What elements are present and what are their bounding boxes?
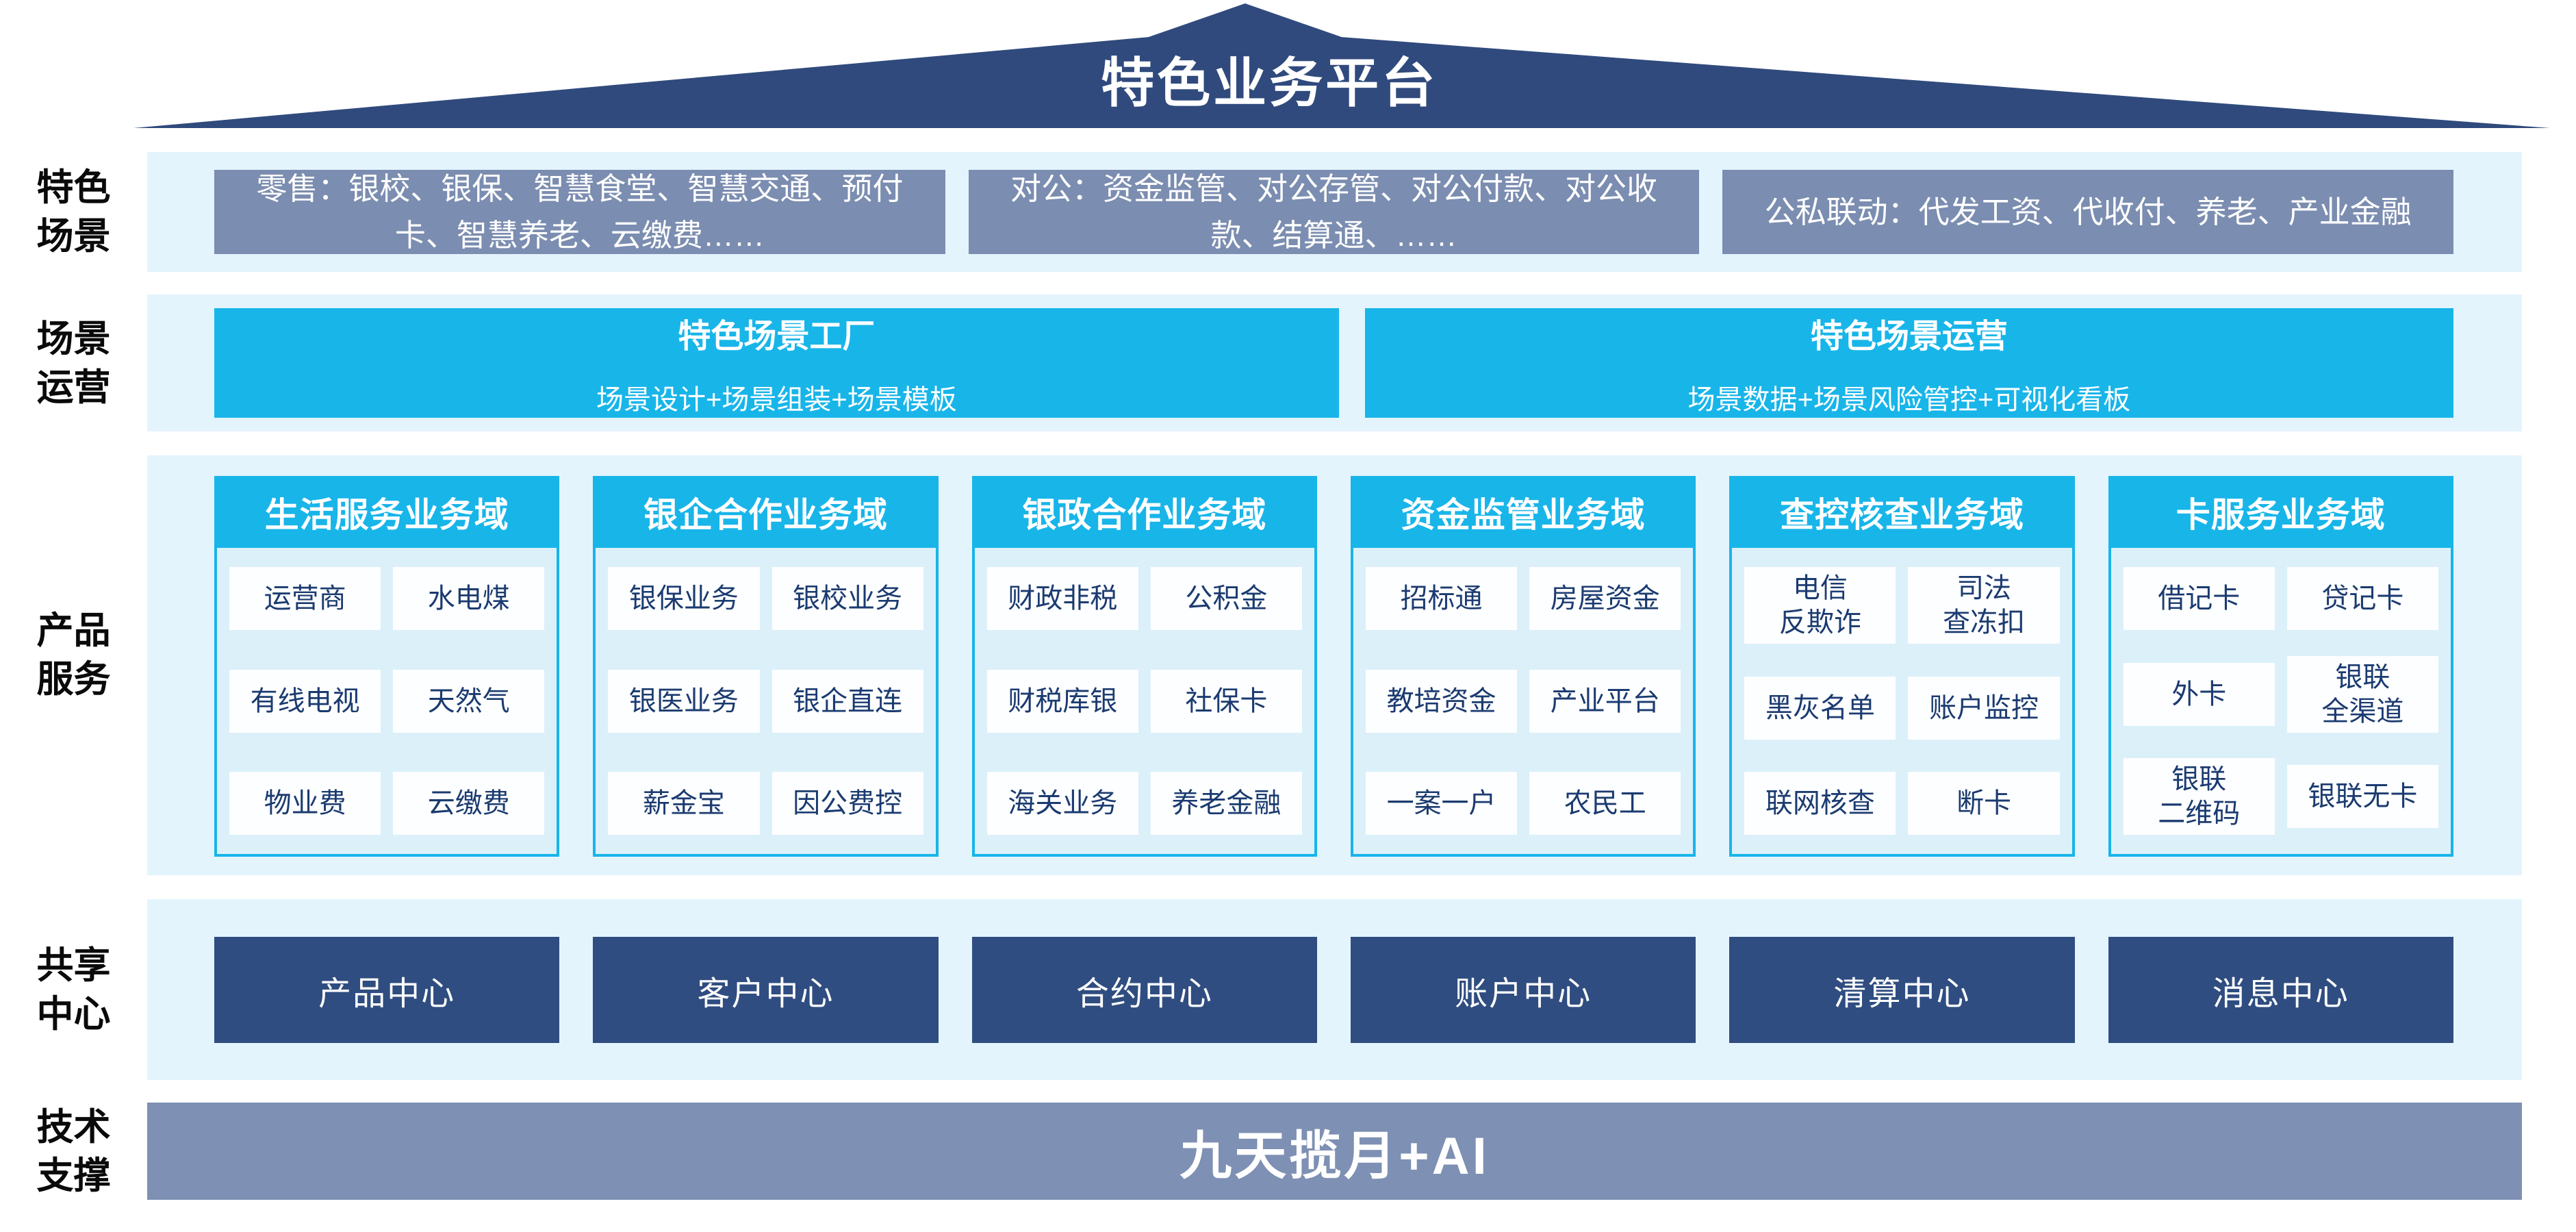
cell-row: 外卡 银联 全渠道	[2123, 655, 2438, 733]
cell-row: 有线电视 天然气	[229, 669, 545, 733]
domain-header: 银企合作业务域	[593, 476, 939, 548]
cell-row: 物业费 云缴费	[229, 772, 545, 835]
product-item: 黑灰名单	[1744, 676, 1896, 740]
shared-centers-band: 产品中心 客户中心 合约中心 账户中心 清算中心 消息中心	[147, 899, 2522, 1080]
cell-row: 财税库银 社保卡	[986, 669, 1302, 733]
product-item: 公积金	[1150, 567, 1302, 630]
product-item: 账户监控	[1908, 676, 2060, 740]
product-item: 司法 查冻扣	[1908, 567, 2060, 644]
shared-center-account: 账户中心	[1350, 937, 1696, 1043]
operations-band: 特色场景工厂 场景设计+场景组装+场景模板 特色场景运营 场景数据+场景风险管控…	[147, 294, 2522, 431]
product-item: 银医业务	[608, 669, 760, 733]
product-item: 水电煤	[393, 567, 545, 630]
product-item: 天然气	[393, 669, 545, 733]
scene-box-linkage: 公私联动：代发工资、代收付、养老、产业金融	[1722, 170, 2454, 254]
product-item: 农民工	[1529, 772, 1681, 835]
cell-row: 薪金宝 因公费控	[608, 772, 923, 835]
cell-row: 财政非税 公积金	[986, 567, 1302, 630]
cell-row: 运营商 水电煤	[229, 567, 545, 630]
domain-header: 银政合作业务域	[971, 476, 1317, 548]
domain-body: 银保业务 银校业务 银医业务 银企直连 薪金宝 因公费控	[593, 548, 939, 857]
domain-header: 卡服务业务域	[2108, 476, 2453, 548]
cell-row: 银保业务 银校业务	[608, 567, 923, 630]
product-item: 财政非税	[986, 567, 1138, 630]
product-domain-column-bank-government: 银政合作业务域 财政非税 公积金 财税库银 社保卡 海关业务 养老金融	[971, 476, 1317, 857]
tech-support-bar: 九天揽月+AI	[147, 1103, 2522, 1200]
platform-title: 特色业务平台	[1101, 53, 1438, 113]
product-item: 银联 二维码	[2123, 758, 2275, 835]
domain-header: 生活服务业务域	[214, 476, 560, 548]
domain-body: 财政非税 公积金 财税库银 社保卡 海关业务 养老金融	[971, 548, 1317, 857]
cell-row: 教培资金 产业平台	[1365, 669, 1681, 733]
product-item: 财税库银	[986, 669, 1138, 733]
product-item: 云缴费	[393, 772, 545, 835]
product-item: 银联无卡	[2286, 765, 2438, 828]
product-item: 借记卡	[2123, 567, 2275, 630]
platform-roof: 特色业务平台	[133, 3, 2550, 128]
product-item: 招标通	[1365, 567, 1518, 630]
cell-row: 黑灰名单 账户监控	[1744, 676, 2060, 740]
operation-box-subtitle: 场景设计+场景组装+场景模板	[596, 385, 957, 415]
domain-body: 借记卡 贷记卡 外卡 银联 全渠道 银联 二维码 银联无卡	[2108, 548, 2453, 857]
row-label-centers: 共享 中心	[36, 945, 111, 1035]
products-band: 生活服务业务域 运营商 水电煤 有线电视 天然气 物业费 云缴费 银企合作业务域	[147, 455, 2522, 875]
scene-box-corporate: 对公：资金监管、对公存管、对公付款、对公收款、结算通、……	[968, 170, 1700, 254]
cell-row: 海关业务 养老金融	[986, 772, 1302, 835]
product-domain-column-inquiry-control: 查控核查业务域 电信 反欺诈 司法 查冻扣 黑灰名单 账户监控 联网核查 断卡	[1729, 476, 2075, 857]
cell-row: 银联 二维码 银联无卡	[2123, 758, 2438, 835]
shared-center-product: 产品中心	[214, 937, 560, 1043]
row-label-tech: 技术 支撑	[36, 1107, 111, 1197]
operation-box-title: 特色场景工厂	[678, 318, 876, 355]
cell-row: 招标通 房屋资金	[1365, 567, 1681, 630]
cell-row: 借记卡 贷记卡	[2123, 567, 2438, 630]
domain-header: 资金监管业务域	[1350, 476, 1696, 548]
cell-row: 电信 反欺诈 司法 查冻扣	[1744, 567, 2060, 644]
cell-row: 一案一户 农民工	[1365, 772, 1681, 835]
product-item: 银联 全渠道	[2286, 655, 2438, 733]
product-item: 贷记卡	[2286, 567, 2438, 630]
product-item: 物业费	[229, 772, 381, 835]
cell-row: 银医业务 银企直连	[608, 669, 923, 733]
product-item: 银企直连	[771, 669, 923, 733]
product-item: 电信 反欺诈	[1744, 567, 1896, 644]
product-item: 断卡	[1908, 772, 2060, 835]
operation-box-title: 特色场景运营	[1810, 318, 2008, 355]
shared-center-clearing: 清算中心	[1729, 937, 2075, 1043]
domain-body: 电信 反欺诈 司法 查冻扣 黑灰名单 账户监控 联网核查 断卡	[1729, 548, 2075, 857]
row-label-products: 产品 服务	[36, 610, 111, 701]
shared-center-message: 消息中心	[2108, 937, 2453, 1043]
product-item: 房屋资金	[1529, 567, 1681, 630]
product-item: 银校业务	[771, 567, 923, 630]
product-item: 运营商	[229, 567, 381, 630]
product-item: 养老金融	[1150, 772, 1302, 835]
product-item: 教培资金	[1365, 669, 1518, 733]
product-domain-column-fund-supervision: 资金监管业务域 招标通 房屋资金 教培资金 产业平台 一案一户 农民工	[1350, 476, 1696, 857]
product-item: 海关业务	[986, 772, 1138, 835]
product-item: 社保卡	[1150, 669, 1302, 733]
product-domain-column-life: 生活服务业务域 运营商 水电煤 有线电视 天然气 物业费 云缴费	[214, 476, 560, 857]
product-domain-column-bank-enterprise: 银企合作业务域 银保业务 银校业务 银医业务 银企直连 薪金宝 因公费控	[593, 476, 939, 857]
operation-box-factory: 特色场景工厂 场景设计+场景组装+场景模板	[214, 308, 1339, 418]
shared-center-customer: 客户中心	[593, 937, 939, 1043]
operation-box-operation: 特色场景运营 场景数据+场景风险管控+可视化看板	[1364, 308, 2453, 418]
product-item: 外卡	[2123, 662, 2275, 726]
product-domain-column-card-service: 卡服务业务域 借记卡 贷记卡 外卡 银联 全渠道 银联 二维码 银联无卡	[2108, 476, 2453, 857]
domain-body: 运营商 水电煤 有线电视 天然气 物业费 云缴费	[214, 548, 560, 857]
product-item: 薪金宝	[608, 772, 760, 835]
product-item: 一案一户	[1365, 772, 1518, 835]
cell-row: 联网核查 断卡	[1744, 772, 2060, 835]
product-item: 银保业务	[608, 567, 760, 630]
domain-header: 查控核查业务域	[1729, 476, 2075, 548]
scenes-band: 零售：银校、银保、智慧食堂、智慧交通、预付卡、智慧养老、云缴费…… 对公：资金监…	[147, 152, 2522, 272]
product-item: 有线电视	[229, 669, 381, 733]
row-label-operations: 场景 运营	[36, 318, 111, 409]
product-item: 产业平台	[1529, 669, 1681, 733]
domain-body: 招标通 房屋资金 教培资金 产业平台 一案一户 农民工	[1350, 548, 1696, 857]
operation-box-subtitle: 场景数据+场景风险管控+可视化看板	[1687, 385, 2131, 415]
shared-center-contract: 合约中心	[971, 937, 1317, 1043]
row-label-scenes: 特色 场景	[36, 167, 111, 257]
scene-box-retail: 零售：银校、银保、智慧食堂、智慧交通、预付卡、智慧养老、云缴费……	[214, 170, 945, 254]
product-item: 联网核查	[1744, 772, 1896, 835]
product-item: 因公费控	[771, 772, 923, 835]
